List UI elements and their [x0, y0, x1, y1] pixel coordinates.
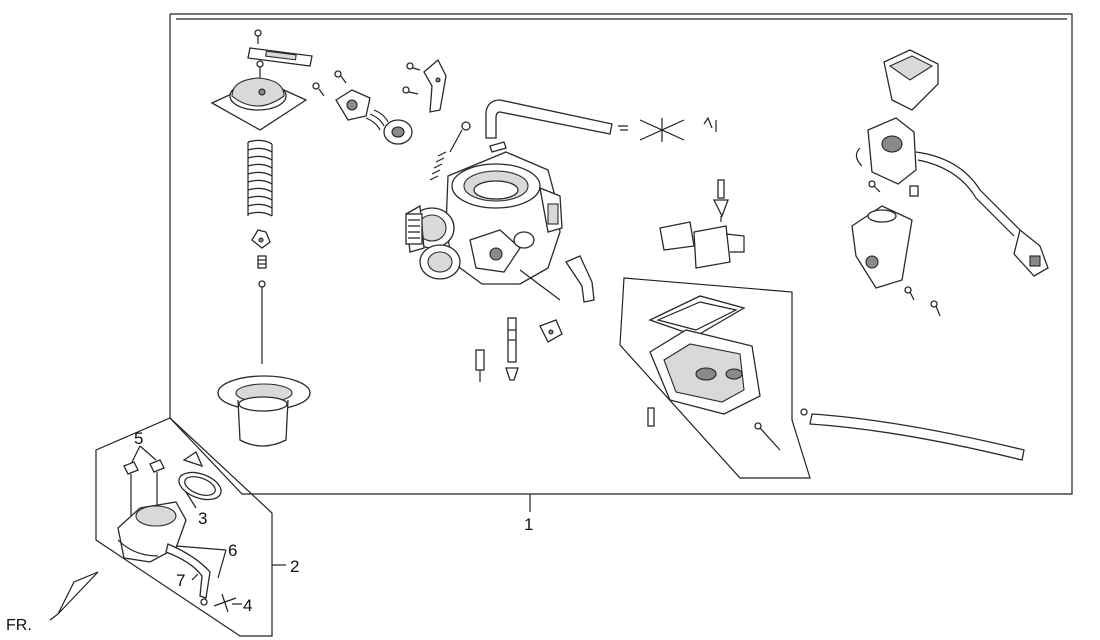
throttle-linkage-group [312, 58, 447, 145]
vacuum-piston-stack [210, 29, 313, 447]
callout-4: 4 [243, 596, 252, 615]
callout-7: 7 [176, 571, 185, 590]
intake-manifold-frame [95, 417, 286, 637]
piston-spring [247, 139, 273, 217]
float-bowl-frame [619, 277, 811, 479]
overflow-hose [809, 413, 1025, 461]
direction-arrow: FR. [6, 571, 99, 634]
callout-numbers: 1 2 3 4 5 6 7 [134, 429, 533, 615]
front-direction-label: FR. [6, 617, 32, 634]
float-bowl [647, 295, 808, 451]
auto-choke-group [851, 49, 1049, 317]
fuel-hose-top [485, 99, 717, 142]
carburetor-body [405, 121, 563, 301]
callout-5: 5 [134, 429, 143, 448]
callout-3: 3 [198, 509, 207, 528]
float-assembly [659, 179, 745, 269]
callout-2: 2 [290, 557, 299, 576]
vent-hose-small [565, 255, 595, 303]
leader-lines [131, 445, 531, 605]
callout-1: 1 [524, 515, 533, 534]
carburetor-assembly-frame [169, 13, 1073, 495]
callout-6: 6 [228, 541, 237, 560]
jets-and-screws [475, 317, 563, 382]
intake-manifold-parts [117, 451, 237, 613]
